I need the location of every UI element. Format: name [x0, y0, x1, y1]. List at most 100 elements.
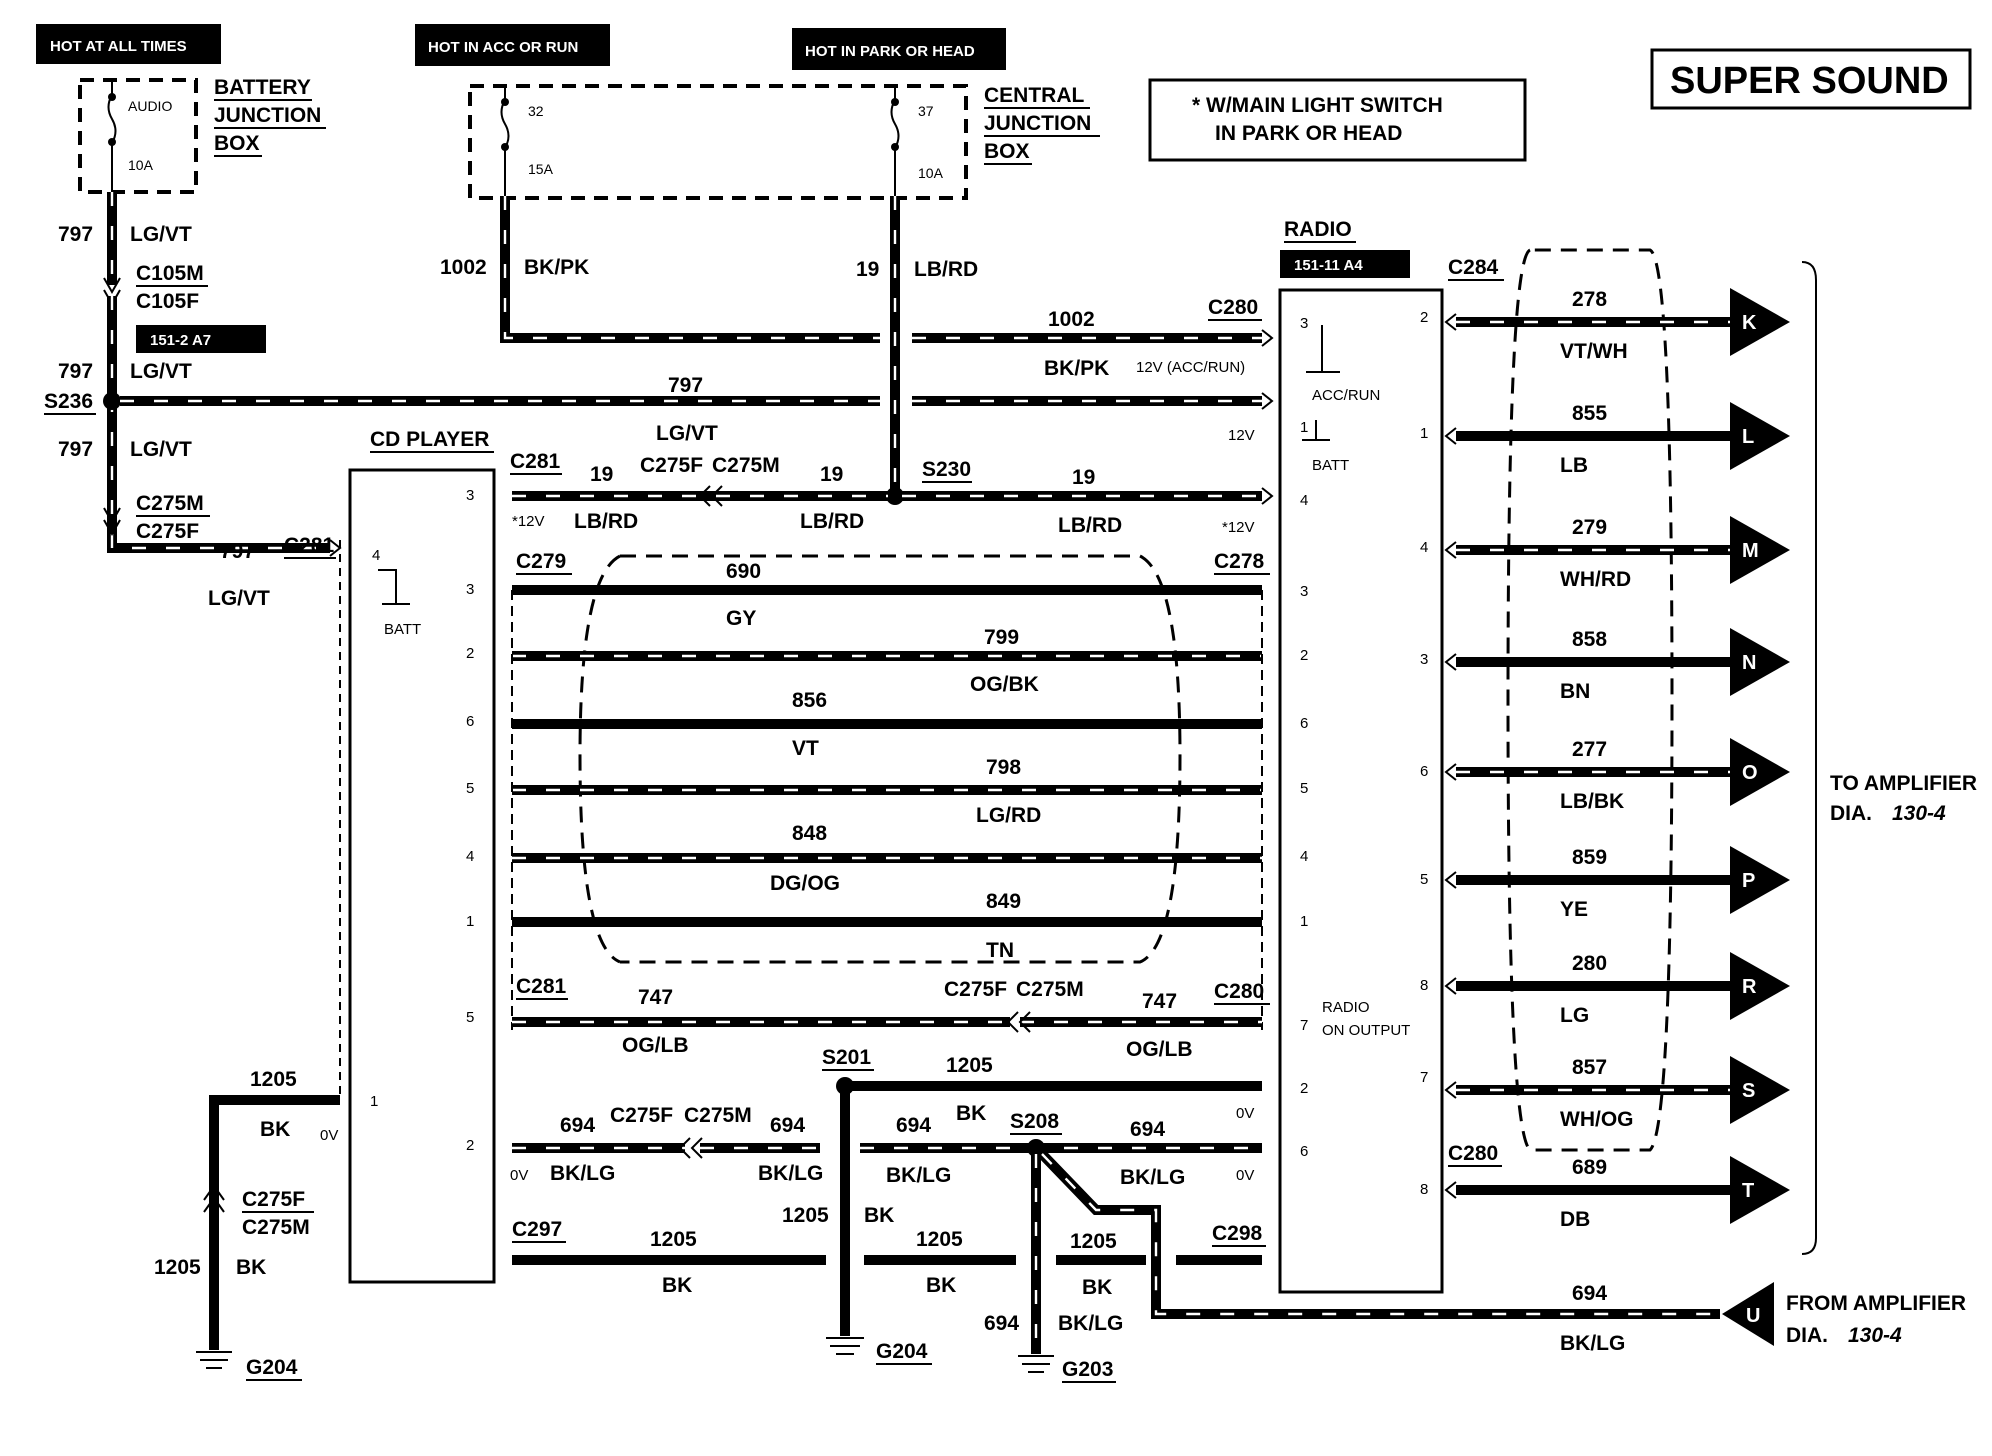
tag-hot-in-acc-or-run-bg	[415, 24, 610, 66]
output-circuit-o: 277	[1572, 738, 1607, 761]
wire-1205-label-1: 1205	[946, 1054, 993, 1077]
ground-icon-g203	[1018, 1355, 1054, 1373]
wire-797-label-1: 797	[58, 223, 93, 246]
g203-label: G203	[1062, 1358, 1113, 1381]
wire-1205-color-5: BK	[864, 1204, 894, 1227]
wire-848-label: 848	[792, 822, 827, 845]
output-connector-l	[1444, 427, 1457, 445]
wire-1002-color-2: BK/PK	[1044, 357, 1109, 380]
radio-left-pin-4: 3	[1300, 583, 1308, 600]
wire-797-label-3: 797	[58, 438, 93, 461]
wire-849-label: 849	[986, 890, 1021, 913]
wire-797-color-3: LG/VT	[130, 438, 192, 461]
c275m-label-19: C275M	[712, 454, 780, 477]
audio-fuse-icon	[107, 82, 117, 190]
wire-19-color-1: LB/RD	[914, 258, 978, 281]
c275-connector-icon-747	[1006, 1011, 1031, 1033]
g204-label-mid: G204	[876, 1340, 928, 1363]
bjb-label-3: BOX	[214, 132, 260, 155]
c280-label-3: C280	[1448, 1142, 1498, 1165]
amplifier-outputs: K278VT/WHL855LBM279WH/RDN858BNO277LB/BKP…	[1444, 288, 1790, 1231]
output-color-o: LB/BK	[1560, 790, 1624, 813]
output-arrow-u	[1722, 1282, 1774, 1346]
wire-797-label-4: 797	[220, 540, 255, 563]
wire-1205-color-7: BK	[236, 1256, 266, 1279]
wire-694-color-4: BK/LG	[1120, 1166, 1185, 1189]
tag-hot-at-all-times: HOT AT ALL TIMES	[50, 38, 187, 55]
wire-1205-color-2: BK	[662, 1274, 692, 1297]
output-letter-m: M	[1742, 540, 1759, 562]
fuse-37-rating: 10A	[918, 165, 944, 181]
c275m-label-694: C275M	[684, 1104, 752, 1127]
output-color-t: DB	[1560, 1208, 1590, 1231]
c105m-label: C105M	[136, 262, 204, 285]
wire-19-color-2: LB/RD	[574, 510, 638, 533]
c279-label: C279	[516, 550, 566, 573]
wire-1205-label-6: 1205	[250, 1068, 297, 1091]
output-circuit-n: 858	[1572, 628, 1607, 651]
to-amp-ref: 130-4	[1892, 802, 1946, 825]
output-letter-l: L	[1742, 426, 1754, 448]
v12-acc-run: 12V (ACC/RUN)	[1136, 359, 1245, 376]
ground-icon-g204-left	[196, 1351, 232, 1369]
output-color-l: LB	[1560, 454, 1588, 477]
cd-pin-7: 1	[466, 913, 474, 930]
output-arrow-o	[1730, 738, 1790, 806]
batt-ground-icon-cd	[378, 569, 410, 605]
c275-connector-icon-694	[678, 1137, 703, 1159]
wire-1002-label-1: 1002	[440, 256, 487, 279]
tag-hot-in-acc-or-run: HOT IN ACC OR RUN	[428, 39, 578, 56]
c278-label: C278	[1214, 550, 1265, 573]
radio-left-pin-6: 6	[1300, 715, 1308, 732]
note-line-1: * W/MAIN LIGHT SWITCH	[1192, 94, 1443, 117]
output-arrow-k	[1730, 288, 1790, 356]
output-arrow-l	[1730, 402, 1790, 470]
radio-right-pin-6: 5	[1420, 871, 1428, 888]
radio-left-pin-7: 5	[1300, 780, 1308, 797]
s208-splice	[1027, 1139, 1045, 1157]
wire-856-label: 856	[792, 689, 827, 712]
output-arrow-m	[1730, 516, 1790, 584]
v12-batt: 12V	[1228, 427, 1255, 444]
g204-label-left: G204	[246, 1356, 298, 1379]
fuse-37-num: 37	[918, 103, 934, 119]
wire-1205-label-3: 1205	[916, 1228, 963, 1251]
wire-797-label-2: 797	[58, 360, 93, 383]
output-color-m: WH/RD	[1560, 568, 1631, 591]
cd-batt: BATT	[384, 621, 421, 638]
c275-connector-icon-19	[698, 485, 723, 507]
cd-pin-10: 2	[466, 1137, 474, 1154]
c297-label: C297	[512, 1218, 562, 1241]
radio-right-pin-4: 3	[1420, 651, 1428, 668]
wire-1002-label-2: 1002	[1048, 308, 1095, 331]
radio-right-pin-9: 8	[1420, 1181, 1428, 1198]
c275-connector-icon-left	[103, 507, 121, 537]
wire-1205-color-1: BK	[956, 1102, 986, 1125]
output-connector-n	[1444, 653, 1457, 671]
wire-856-color: VT	[792, 737, 819, 760]
wire-1205-label-5: 1205	[782, 1204, 829, 1227]
radio-right-pin-3: 4	[1420, 539, 1428, 556]
c275f-label-1205: C275F	[242, 1188, 305, 1211]
wire-747-color-2: OG/LB	[1126, 1038, 1193, 1061]
wire-747-color-1: OG/LB	[622, 1034, 689, 1057]
from-amp-line-1: FROM AMPLIFIER	[1786, 1292, 1966, 1315]
output-color-n: BN	[1560, 680, 1590, 703]
wire-798-color: LG/RD	[976, 804, 1041, 827]
output-color-p: YE	[1560, 898, 1588, 921]
radio-output-1: RADIO	[1322, 999, 1370, 1016]
wire-19-color-3: LB/RD	[800, 510, 864, 533]
c275m-label-747: C275M	[1016, 978, 1084, 1001]
diagram-title: SUPER SOUND	[1670, 60, 1949, 102]
wire-19-label-2: 19	[590, 463, 613, 486]
output-connector-k	[1444, 313, 1457, 331]
c105-ref: 151-2 A7	[150, 332, 211, 349]
radio-right-pin-7: 8	[1420, 977, 1428, 994]
output-circuit-l: 855	[1572, 402, 1607, 425]
wire-797-color-4: LG/VT	[208, 587, 270, 610]
input-circuit-u: 694	[1572, 1282, 1607, 1305]
output-connector-r	[1444, 977, 1457, 995]
wire-694-color-2: BK/LG	[758, 1162, 823, 1185]
output-color-r: LG	[1560, 1004, 1589, 1027]
batt-ground-icon-radio	[1302, 420, 1330, 441]
